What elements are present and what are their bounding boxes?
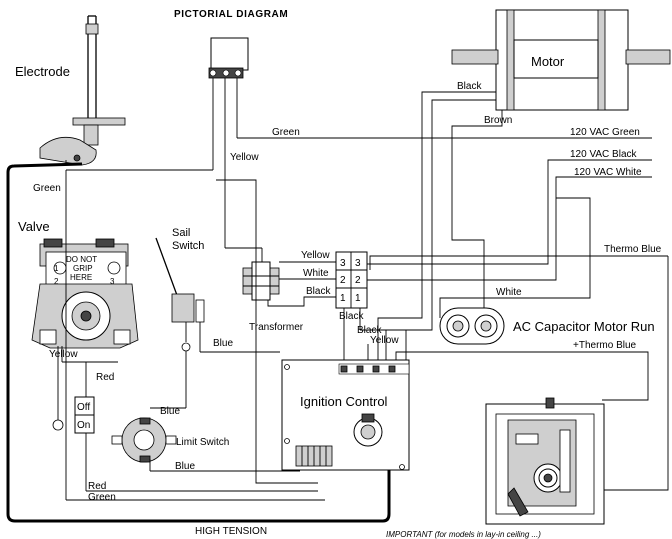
electrode-label: Electrode <box>15 64 70 79</box>
terminal-strip: 3 3 2 2 1 1 <box>335 251 368 309</box>
thermo-blue-label: Thermo Blue <box>604 244 662 255</box>
valve-num-3: 3 <box>110 277 115 286</box>
diagram-title: PICTORIAL DIAGRAM <box>174 9 288 20</box>
wire-label-blue-limit-top: Blue <box>160 406 180 417</box>
valve-text-grip: GRIP <box>73 264 93 273</box>
wire-label-red-valve: Red <box>96 372 114 383</box>
valve-num-2: 2 <box>54 277 59 286</box>
wire-label-white-capacitor: White <box>496 287 522 298</box>
terminal-1a: 1 <box>340 293 346 304</box>
wire-label-green-bottom: Green <box>88 492 116 503</box>
top-connector <box>208 37 249 79</box>
terminal-3b: 3 <box>355 258 361 269</box>
wire-label-brown-motor: Brown <box>484 115 512 126</box>
transformer: Transformer <box>242 261 304 333</box>
capacitor-label: AC Capacitor Motor Run <box>513 319 655 334</box>
off-on-switch: Off On <box>74 396 95 434</box>
gas-valve: Valve DO NOT GRIP HERE 1 2 3 <box>18 219 139 349</box>
terminal-3a: 3 <box>340 258 346 269</box>
limit-switch: Limit Switch <box>111 417 229 463</box>
ac-capacitor: AC Capacitor Motor Run <box>439 307 655 345</box>
sail-switch-label-1: Sail <box>172 227 190 239</box>
valve-num-1: 1 <box>54 264 59 273</box>
terminal-2b: 2 <box>355 275 361 286</box>
plus-thermo-blue-label: +Thermo Blue <box>573 340 637 351</box>
wire-label-blue-limit-bottom: Blue <box>175 461 195 472</box>
wire-label-yellow-valve: Yellow <box>49 349 78 360</box>
wire-label-black-ignition: Black <box>357 325 382 336</box>
wire-label-yellow-top: Yellow <box>230 152 259 163</box>
terminal-1b: 1 <box>355 293 361 304</box>
sail-switch-label-2: Switch <box>172 240 204 252</box>
valve-text-here: HERE <box>70 273 92 282</box>
ignition-control-label: Ignition Control <box>300 394 388 409</box>
wire-label-yellow-ignition: Yellow <box>370 335 399 346</box>
switch-on-label: On <box>77 420 90 431</box>
wire-label-black-transformer: Black <box>306 286 331 297</box>
ignition-control: Ignition Control <box>281 359 410 471</box>
limit-switch-label: Limit Switch <box>176 437 229 448</box>
wire-label-green-top: Green <box>272 127 300 138</box>
wire-label-black-below-strip: Black <box>339 311 364 322</box>
wire-label-green-electrode: Green <box>33 183 61 194</box>
supply-green-label: 120 VAC Green <box>570 127 640 138</box>
switch-off-label: Off <box>77 402 90 413</box>
electrode: Electrode <box>15 15 126 166</box>
motor: Motor <box>451 9 671 111</box>
valve-label: Valve <box>18 219 50 234</box>
supply-black-label: 120 VAC Black <box>570 149 638 160</box>
motor-label: Motor <box>531 54 565 69</box>
high-tension-label: HIGH TENSION <box>195 526 267 537</box>
valve-text-do-not: DO NOT <box>66 255 97 264</box>
wire-label-white-transformer: White <box>303 268 329 279</box>
wire-label-blue-sail: Blue <box>213 338 233 349</box>
thermostat <box>485 397 605 525</box>
sail-switch: Sail Switch <box>155 227 204 352</box>
wire-label-red-bottom: Red <box>88 481 106 492</box>
transformer-label: Transformer <box>249 322 304 333</box>
important-note: IMPORTANT (for models in lay-in ceiling … <box>386 530 541 539</box>
wire-label-black-motor: Black <box>457 81 482 92</box>
terminal-2a: 2 <box>340 275 346 286</box>
wire-label-yellow-transformer: Yellow <box>301 250 330 261</box>
supply-white-label: 120 VAC White <box>574 167 642 178</box>
